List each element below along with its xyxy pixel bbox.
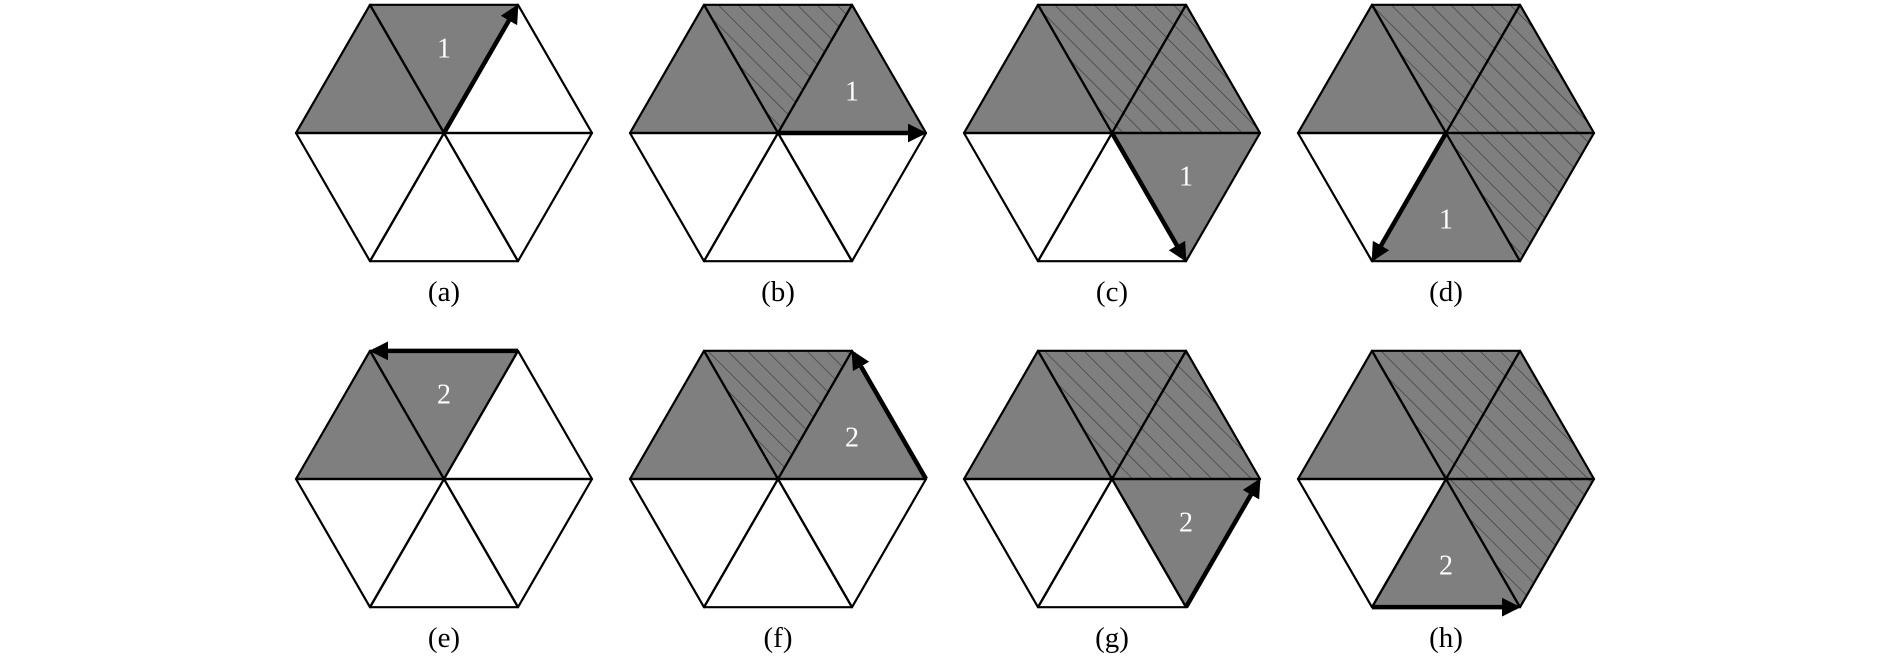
triangle-label: 1 bbox=[1439, 204, 1453, 235]
direction-arrow bbox=[1184, 478, 1261, 609]
direction-arrow bbox=[1110, 131, 1187, 262]
triangle-outline bbox=[962, 3, 1114, 135]
triangle-label: 2 bbox=[845, 422, 859, 453]
triangle-outline bbox=[962, 349, 1114, 481]
hexagon-triangle bbox=[1372, 133, 1520, 262]
hexagon-triangle bbox=[1298, 350, 1446, 479]
hexagon-triangle bbox=[1446, 350, 1594, 479]
hexagon-triangle bbox=[370, 350, 518, 479]
triangle-outline bbox=[294, 3, 446, 135]
triangle-label: 1 bbox=[845, 76, 859, 107]
triangle-label: 2 bbox=[1439, 550, 1453, 581]
hexagon-triangle bbox=[1446, 479, 1594, 608]
direction-arrow bbox=[851, 350, 928, 481]
hexagon-triangle bbox=[778, 4, 926, 133]
hexagon-triangle bbox=[1038, 133, 1186, 262]
hexagon-triangle bbox=[964, 133, 1112, 262]
hexagon-triangle bbox=[370, 4, 518, 133]
hexagon-triangle bbox=[1372, 350, 1520, 479]
hexagon-triangle bbox=[630, 479, 778, 608]
hexagon-triangle bbox=[370, 479, 518, 608]
panel-caption: (h) bbox=[1429, 622, 1463, 654]
hexagon-triangle bbox=[444, 133, 592, 262]
hexagon-triangle bbox=[704, 479, 852, 608]
hexagon-triangle bbox=[778, 350, 926, 479]
triangle-label: 2 bbox=[1179, 508, 1193, 539]
hexagon-triangle bbox=[296, 4, 444, 133]
hexagon-triangle bbox=[1038, 479, 1186, 608]
hexagon-triangle bbox=[964, 479, 1112, 608]
panel-caption: (e) bbox=[428, 622, 460, 654]
direction-arrow bbox=[442, 4, 519, 135]
hexagon-triangle bbox=[444, 4, 592, 133]
hexagon-triangle bbox=[370, 133, 518, 262]
hexagon-triangle bbox=[1112, 133, 1260, 262]
hexagon-triangle bbox=[964, 4, 1112, 133]
panels-layer: 1 (a) 1 (b) 1 (c) 1 (d) 2 (e) 2 (f) 2 (g) 2 (h) bbox=[294, 3, 1596, 654]
triangle-label: 1 bbox=[437, 34, 451, 65]
hexagon-panel: 2 (f) bbox=[628, 349, 928, 654]
panel-caption: (d) bbox=[1429, 276, 1463, 308]
hexagon-triangle bbox=[630, 133, 778, 262]
hexagon-triangle bbox=[630, 4, 778, 133]
panel-caption: (g) bbox=[1095, 622, 1129, 654]
hexagon-triangle bbox=[296, 479, 444, 608]
hexagon-triangle bbox=[444, 479, 592, 608]
hexagon-panel: 1 (a) bbox=[294, 3, 594, 308]
hexagon-panel: 1 (d) bbox=[1296, 3, 1596, 308]
hexagon-triangle bbox=[1112, 4, 1260, 133]
hexagon-triangle bbox=[778, 479, 926, 608]
panel-caption: (b) bbox=[761, 276, 795, 308]
direction-arrow bbox=[1371, 131, 1448, 262]
triangle-outline bbox=[628, 3, 780, 135]
hexagon-triangle bbox=[296, 350, 444, 479]
hexagon-triangle bbox=[1446, 4, 1594, 133]
hexagon-panel: 1 (c) bbox=[962, 3, 1262, 308]
panel-caption: (f) bbox=[764, 622, 793, 654]
hexagon-panel: 2 (g) bbox=[962, 349, 1262, 654]
hexagon-triangle bbox=[444, 350, 592, 479]
hexagon-triangle bbox=[630, 350, 778, 479]
hexagon-triangle bbox=[704, 4, 852, 133]
hexagon-panel: 1 (b) bbox=[628, 3, 928, 308]
hexagon-triangle bbox=[1112, 350, 1260, 479]
panel-caption: (a) bbox=[428, 276, 460, 308]
hexagon-triangle bbox=[704, 350, 852, 479]
hexagon-triangle bbox=[1298, 133, 1446, 262]
hexagon-triangle bbox=[1298, 479, 1446, 608]
panel-caption: (c) bbox=[1096, 276, 1128, 308]
hexagon-triangle bbox=[704, 133, 852, 262]
hexagon-panel: 2 (e) bbox=[294, 341, 594, 654]
hexagon-triangle bbox=[1372, 4, 1520, 133]
triangle-outline bbox=[1296, 349, 1448, 481]
hexagon-triangle bbox=[778, 133, 926, 262]
triangle-outline bbox=[1296, 3, 1448, 135]
hexagon-triangle bbox=[296, 133, 444, 262]
hexagon-triangle bbox=[1112, 479, 1260, 608]
triangle-label: 2 bbox=[437, 380, 451, 411]
hexagon-triangle bbox=[1446, 133, 1594, 262]
triangle-outline bbox=[628, 349, 780, 481]
hexagon-triangle bbox=[1298, 4, 1446, 133]
hexagon-triangle bbox=[964, 350, 1112, 479]
hexagon-triangle bbox=[1372, 479, 1520, 608]
hexagon-triangle bbox=[1038, 4, 1186, 133]
triangle-label: 1 bbox=[1179, 162, 1193, 193]
triangle-outline bbox=[294, 349, 446, 481]
hexagon-triangle bbox=[1038, 350, 1186, 479]
hexagon-panel: 2 (h) bbox=[1296, 349, 1596, 654]
